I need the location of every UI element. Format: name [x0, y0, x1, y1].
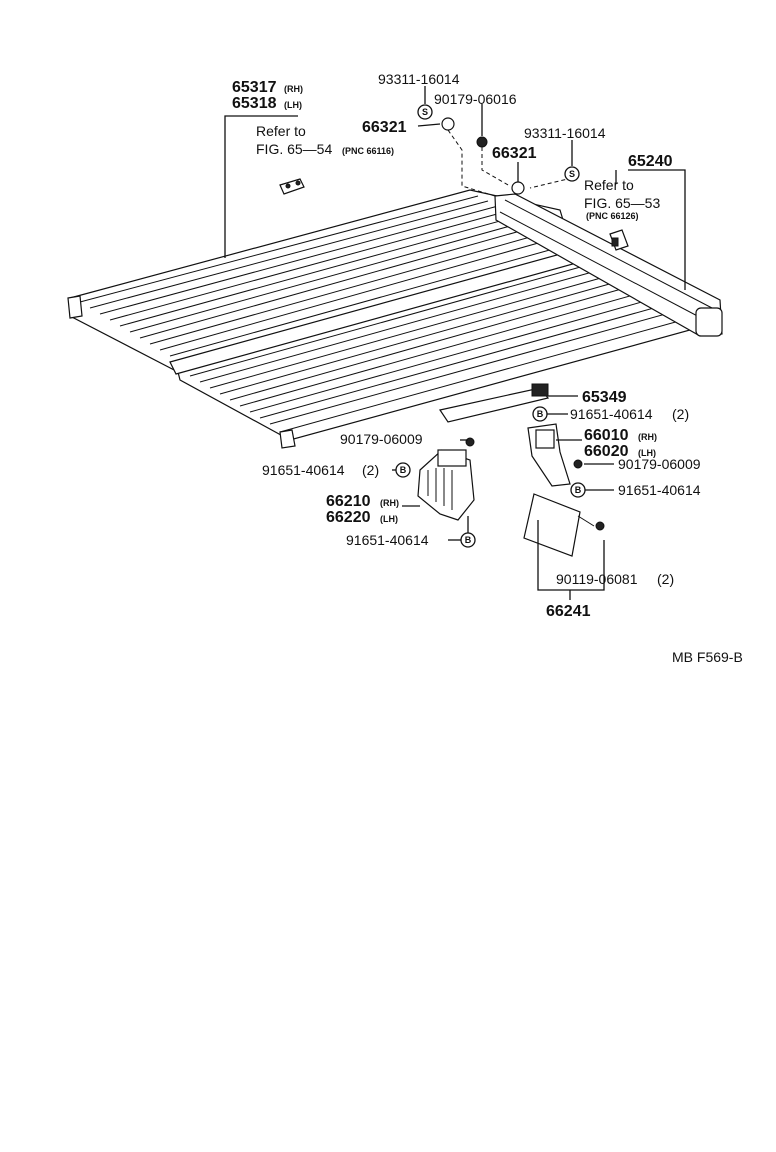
- label-93311-right: 93311-16014: [524, 125, 606, 141]
- label-66210: 66210: [326, 493, 371, 510]
- label-91651-bottom: 91651-40614: [346, 532, 429, 548]
- label-refer-left-pnc: (PNC 66116): [342, 146, 394, 156]
- label-66321-b: 66321: [492, 145, 537, 162]
- label-91651-a-qty: (2): [672, 406, 689, 422]
- label-66220-side: (LH): [380, 514, 398, 524]
- label-66020-side: (LH): [638, 448, 656, 458]
- label-66321-a: 66321: [362, 119, 407, 136]
- mud-flap: [523, 493, 605, 557]
- svg-text:B: B: [537, 409, 544, 419]
- front-rail: [494, 193, 723, 337]
- svg-text:B: B: [575, 485, 582, 495]
- label-refer-left-2: FIG. 65—54: [256, 141, 332, 157]
- labels: 65317 (RH) 65318 (LH) Refer to FIG. 65—5…: [232, 71, 743, 665]
- label-65317: 65317: [232, 79, 277, 96]
- symbol-b-a: B: [532, 406, 548, 422]
- label-91651-b: 91651-40614: [618, 482, 701, 498]
- symbol-s-top: S: [417, 104, 433, 120]
- label-66241: 66241: [546, 603, 591, 620]
- symbol-s-right: S: [564, 166, 580, 182]
- label-65317-side: (RH): [284, 84, 303, 94]
- label-91651-left-qty: (2): [362, 462, 379, 478]
- label-66010: 66010: [584, 427, 629, 444]
- svg-text:B: B: [465, 535, 472, 545]
- label-65318: 65318: [232, 95, 277, 112]
- label-66220: 66220: [326, 509, 371, 526]
- label-65318-side: (LH): [284, 100, 302, 110]
- symbol-b-left: B: [395, 462, 411, 478]
- label-refer-right-1: Refer to: [584, 177, 634, 193]
- label-90179-06016: 90179-06016: [434, 91, 517, 107]
- mud-guard: [417, 437, 475, 521]
- symbol-b-bottom: B: [460, 532, 476, 548]
- label-refer-right-pnc: (PNC 66126): [586, 211, 639, 221]
- deck-panel: [67, 189, 723, 449]
- label-refer-left-1: Refer to: [256, 123, 306, 139]
- label-93311-top: 93311-16014: [378, 71, 460, 87]
- figure-code: MB F569-B: [672, 649, 743, 665]
- bracket-left: [279, 178, 305, 195]
- deck-slats-lower: [189, 265, 691, 433]
- symbol-b-b: B: [570, 482, 586, 498]
- label-90179-left: 90179-06009: [340, 431, 423, 447]
- svg-text:B: B: [400, 465, 407, 475]
- label-91651-a: 91651-40614: [570, 406, 653, 422]
- label-90119-qty: (2): [657, 571, 674, 587]
- deck-slats-upper: [79, 195, 565, 357]
- label-66210-side: (RH): [380, 498, 399, 508]
- mudflap-bracket: [527, 423, 571, 487]
- leader-lines: [224, 86, 686, 600]
- svg-text:S: S: [569, 169, 575, 179]
- svg-text:S: S: [422, 107, 428, 117]
- label-90119: 90119-06081: [556, 571, 638, 587]
- label-refer-right-2: FIG. 65—53: [584, 195, 660, 211]
- tie-down-strip: [439, 387, 550, 423]
- label-66020: 66020: [584, 443, 629, 460]
- label-65240: 65240: [628, 153, 673, 170]
- label-91651-left: 91651-40614: [262, 462, 345, 478]
- label-65349: 65349: [582, 389, 627, 406]
- bracket-right: [609, 229, 629, 251]
- label-90179-b: 90179-06009: [618, 456, 701, 472]
- label-66010-side: (RH): [638, 432, 657, 442]
